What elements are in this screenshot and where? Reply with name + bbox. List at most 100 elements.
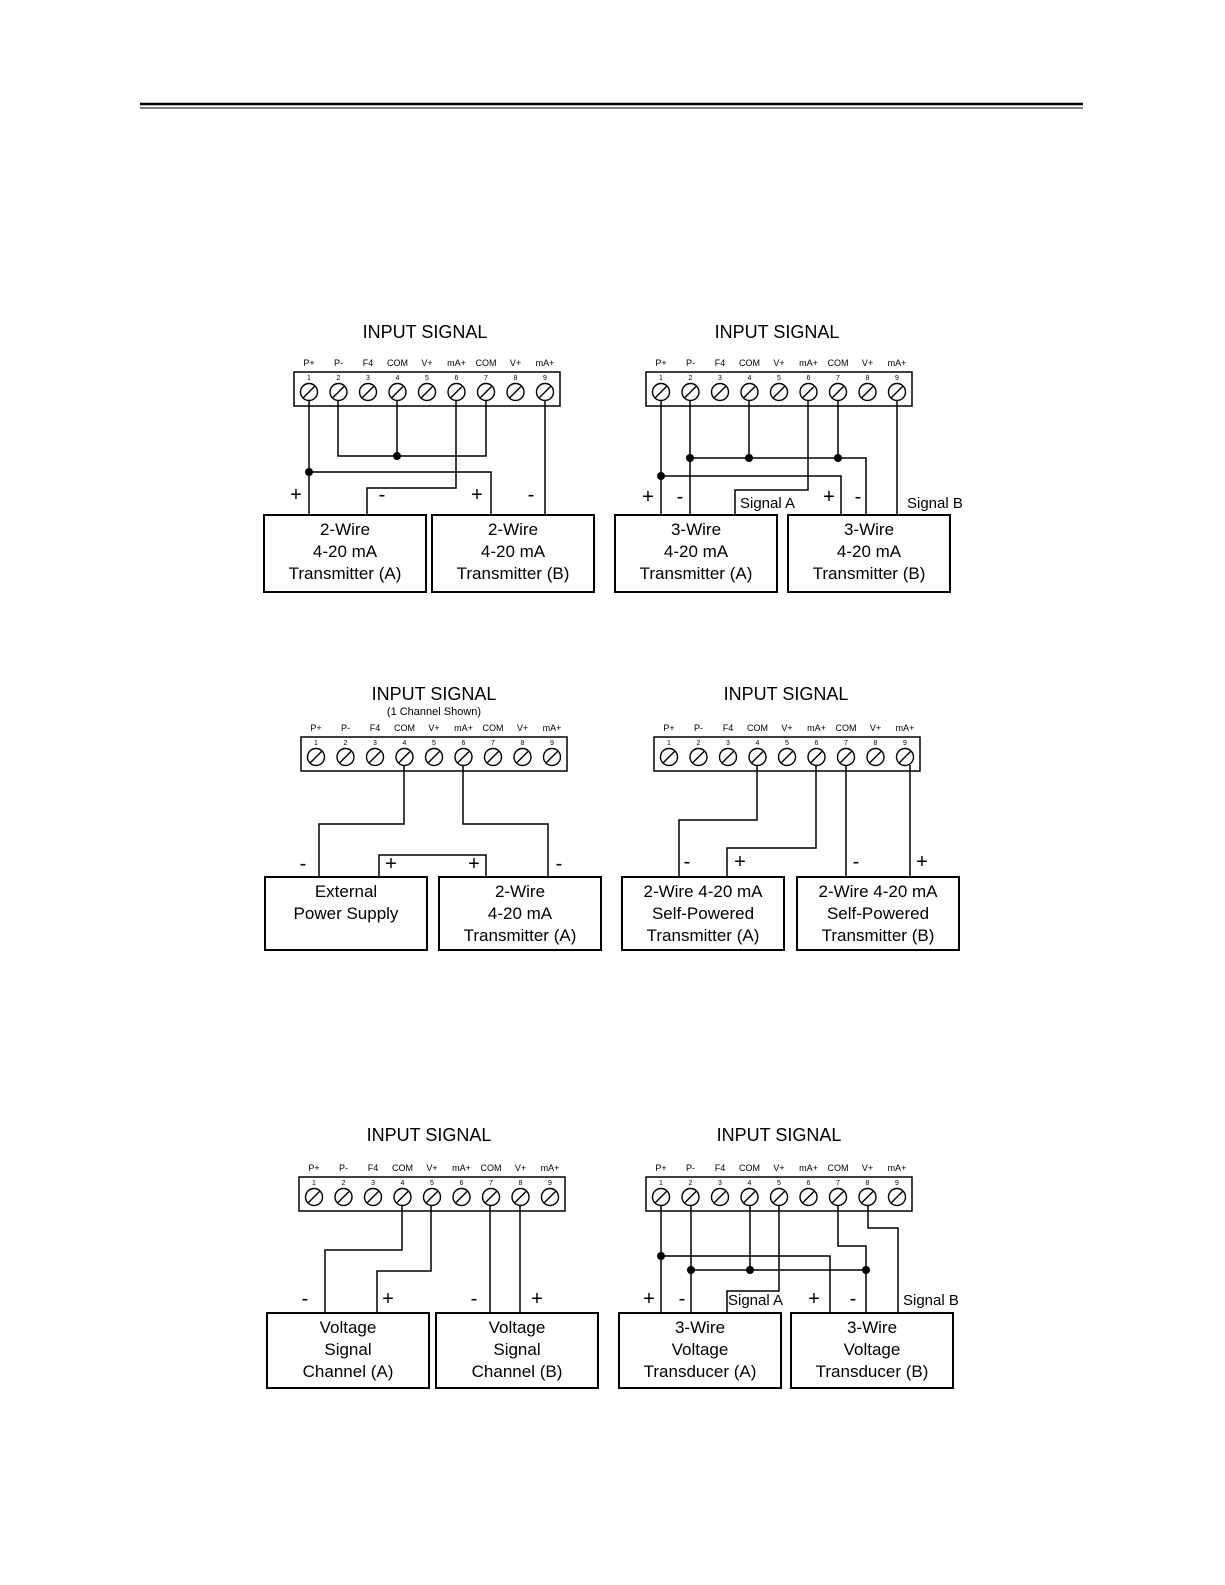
device-box-line: 4-20 mA: [664, 542, 729, 561]
junction-dot: [393, 452, 401, 460]
terminal-label: P-: [686, 1163, 695, 1173]
device-box-line: Transmitter (A): [289, 564, 402, 583]
screw-terminal-icon: [681, 382, 700, 402]
terminal-number: 4: [396, 375, 400, 382]
device-box-line: Signal: [324, 1340, 371, 1359]
device-box-line: Transmitter (B): [822, 926, 935, 945]
terminal-label: V+: [862, 1163, 873, 1173]
device-box-line: Voltage: [844, 1340, 901, 1359]
terminal-label: COM: [483, 723, 504, 733]
polarity-plus: +: [290, 484, 302, 506]
terminal-label: mA+: [896, 723, 915, 733]
device-box-line: 3-Wire: [671, 520, 721, 539]
terminal-label: V+: [428, 723, 439, 733]
device-box-line: 4-20 mA: [313, 542, 378, 561]
terminal-number: 4: [401, 1180, 405, 1187]
device-box-outline: [796, 876, 960, 951]
terminal-number: 2: [689, 1180, 693, 1187]
screw-terminal-icon: [304, 1187, 324, 1207]
device-box-line: 2-Wire 4-20 mA: [818, 882, 938, 901]
device-box-line: Voltage: [672, 1340, 729, 1359]
screw-terminal-icon: [365, 747, 385, 767]
terminal-number: 2: [344, 740, 348, 747]
screw-terminal-icon: [447, 382, 466, 402]
screw-terminal-icon: [358, 382, 378, 402]
terminal-label: P-: [686, 358, 695, 368]
terminal-number: 8: [866, 375, 870, 382]
polarity-minus: -: [302, 1288, 309, 1310]
terminal-label: mA+: [454, 723, 473, 733]
terminal-number: 5: [430, 1180, 434, 1187]
signal-a-label: Signal A: [728, 1292, 783, 1309]
screw-terminal-icon: [393, 1187, 412, 1207]
screw-terminal-icon: [483, 747, 503, 767]
terminal-number: 4: [748, 1180, 752, 1187]
terminal-label: COM: [747, 723, 768, 733]
diagram-title: INPUT SIGNAL: [717, 1125, 842, 1145]
diagram-subtitle: (1 Channel Shown): [387, 706, 481, 718]
polarity-minus: -: [850, 1288, 857, 1310]
junction-dot: [862, 1266, 870, 1274]
terminal-number: 7: [489, 1180, 493, 1187]
terminal-number: 2: [337, 375, 341, 382]
screw-terminal-icon: [540, 1187, 560, 1207]
terminal-label: V+: [781, 723, 792, 733]
terminal-number: 7: [491, 740, 495, 747]
device-box-outline: [435, 1312, 599, 1389]
terminal-label: P+: [308, 1163, 319, 1173]
terminal-label: P-: [339, 1163, 348, 1173]
screw-terminal-icon: [799, 1187, 818, 1207]
terminal-number: 3: [366, 375, 370, 382]
terminal-label: COM: [387, 358, 408, 368]
device-box-line: Transmitter (B): [457, 564, 570, 583]
device-box-outline: [438, 876, 602, 951]
terminal-number: 9: [895, 1180, 899, 1187]
device-box-line: Transmitter (A): [647, 926, 760, 945]
screw-terminal-icon: [740, 1187, 759, 1207]
terminal-number: 9: [543, 375, 547, 382]
diagram-title: INPUT SIGNAL: [372, 684, 497, 704]
screw-terminal-icon: [718, 747, 738, 767]
screw-terminal-icon: [748, 747, 767, 767]
signal-b-label: Signal B: [907, 495, 963, 512]
screw-terminal-icon: [769, 1187, 789, 1207]
terminal-label: COM: [481, 1163, 502, 1173]
polarity-plus: +: [642, 486, 654, 508]
screw-terminal-icon: [363, 1187, 383, 1207]
terminal-number: 9: [550, 740, 554, 747]
polarity-minus: -: [679, 1288, 686, 1310]
device-box-line: 2-Wire: [495, 882, 545, 901]
junction-dot: [657, 472, 665, 480]
diagram-3wire-voltage-transducers: INPUT SIGNAL P+1P-2F43COM4V+5mA+6COM7V+8…: [618, 1125, 959, 1389]
terminal-number: 2: [342, 1180, 346, 1187]
polarity-minus: -: [300, 853, 307, 875]
terminal-label: COM: [828, 1163, 849, 1173]
terminal-number: 6: [460, 1180, 464, 1187]
screw-terminal-icon: [511, 1187, 530, 1207]
polarity-plus: +: [471, 484, 483, 506]
terminal-number: 8: [514, 375, 518, 382]
terminal-label: V+: [870, 723, 881, 733]
terminal-label: mA+: [541, 1163, 560, 1173]
terminal-label: P+: [310, 723, 321, 733]
terminal-number: 3: [718, 1180, 722, 1187]
wiring-lines: [678, 765, 911, 877]
terminal-label: V+: [421, 358, 432, 368]
polarity-plus: +: [808, 1288, 820, 1310]
screw-terminal-icon: [513, 747, 532, 767]
terminal-label: COM: [739, 1163, 760, 1173]
screw-terminal-icon: [329, 382, 348, 402]
junction-dot: [687, 1266, 695, 1274]
device-box-line: Voltage: [320, 1318, 377, 1337]
terminal-number: 9: [895, 375, 899, 382]
terminal-label: P-: [341, 723, 350, 733]
terminal-label: COM: [739, 358, 760, 368]
polarity-plus: +: [468, 853, 480, 875]
device-box-outline: [264, 876, 428, 951]
